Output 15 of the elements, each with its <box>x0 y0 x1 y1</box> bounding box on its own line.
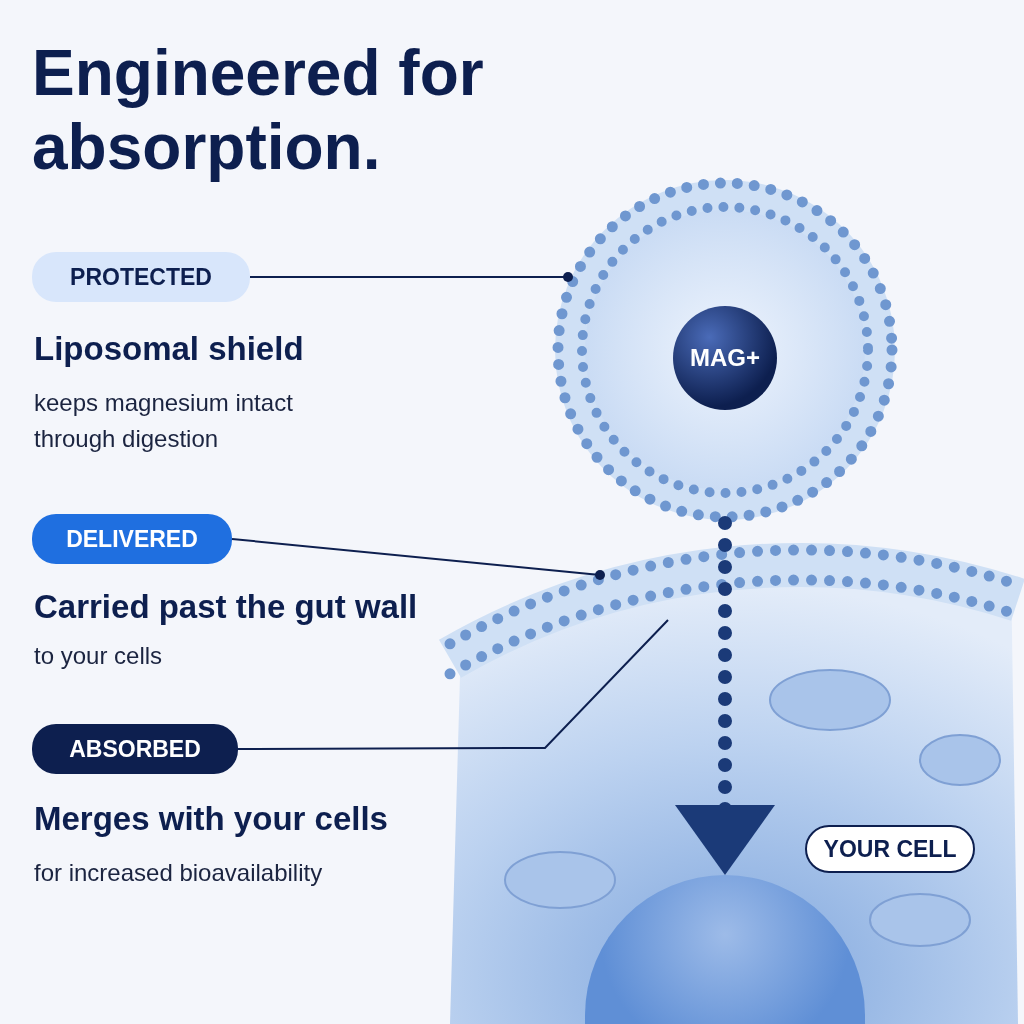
leader-line <box>249 272 573 282</box>
leader-line <box>237 619 669 750</box>
description: for increased bioavailability <box>34 858 324 888</box>
title: Engineered for absorption. <box>32 36 485 184</box>
tag-label: ABSORBED <box>32 724 238 774</box>
liposome-drawing <box>552 177 898 523</box>
tag-label: YOUR CELL <box>805 825 975 873</box>
heading: Liposomal shield <box>34 330 304 368</box>
heading: Merges with your cells <box>34 800 388 838</box>
description: to your cells <box>34 641 164 671</box>
tag-label: DELIVERED <box>32 514 232 564</box>
heading: Carried past the gut wall <box>34 588 418 626</box>
leader-line <box>231 538 605 580</box>
tag-label: PROTECTED <box>32 252 250 302</box>
description: keeps magnesium intact through digestion <box>34 388 294 454</box>
